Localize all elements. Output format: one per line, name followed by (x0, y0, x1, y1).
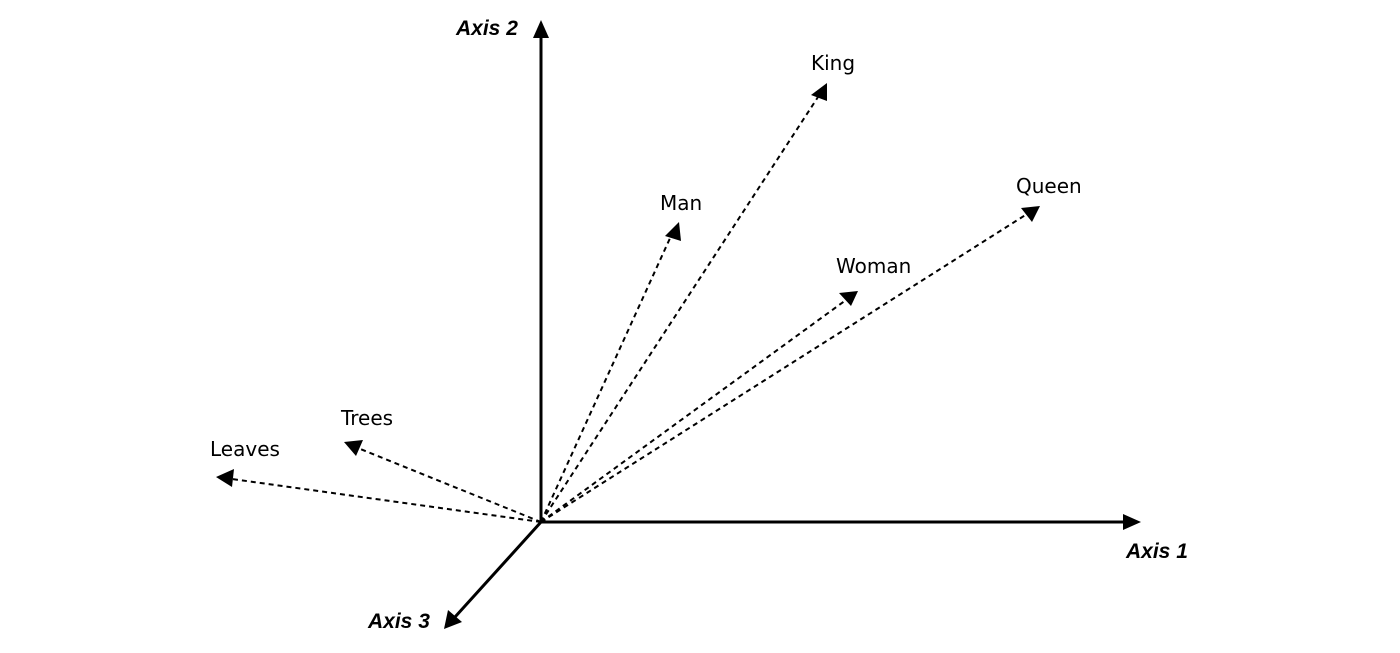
word-vectors: King Man Queen Woman Trees (210, 51, 1082, 523)
vector-king-line (540, 96, 819, 523)
axis-2-label: Axis 2 (455, 17, 518, 40)
vector-man-label: Man (660, 191, 702, 215)
vector-king-label: King (811, 51, 855, 75)
axis-3-line (453, 520, 543, 619)
vector-queen-label: Queen (1016, 174, 1082, 198)
vector-trees-label: Trees (340, 406, 393, 430)
axis-2-arrowhead (533, 20, 549, 38)
axis-1-arrowhead (1123, 514, 1141, 530)
vector-king-arrowhead (811, 83, 827, 101)
vector-man: Man (540, 191, 702, 523)
vector-woman: Woman (540, 254, 911, 523)
vector-woman-arrowhead (839, 291, 858, 306)
vector-queen-line (540, 213, 1028, 523)
vector-man-line (540, 235, 672, 523)
vector-leaves: Leaves (210, 437, 542, 523)
vector-queen-arrowhead (1021, 206, 1040, 222)
vector-leaves-line (231, 478, 542, 523)
vector-leaves-arrowhead (216, 469, 234, 487)
vector-woman-label: Woman (836, 254, 911, 278)
vector-king: King (540, 51, 855, 523)
axis-3-label: Axis 3 (367, 610, 430, 633)
axis-1-label: Axis 1 (1125, 540, 1188, 563)
vector-trees-line (357, 447, 542, 523)
vector-leaves-label: Leaves (210, 437, 280, 461)
vector-trees: Trees (340, 406, 542, 523)
axis-3-arrowhead (444, 610, 462, 629)
axes: Axis 2 Axis 1 Axis 3 (367, 17, 1188, 633)
vector-queen: Queen (540, 174, 1082, 523)
vector-trees-arrowhead (344, 440, 363, 456)
vector-woman-line (540, 299, 847, 523)
vector-man-arrowhead (665, 222, 681, 241)
